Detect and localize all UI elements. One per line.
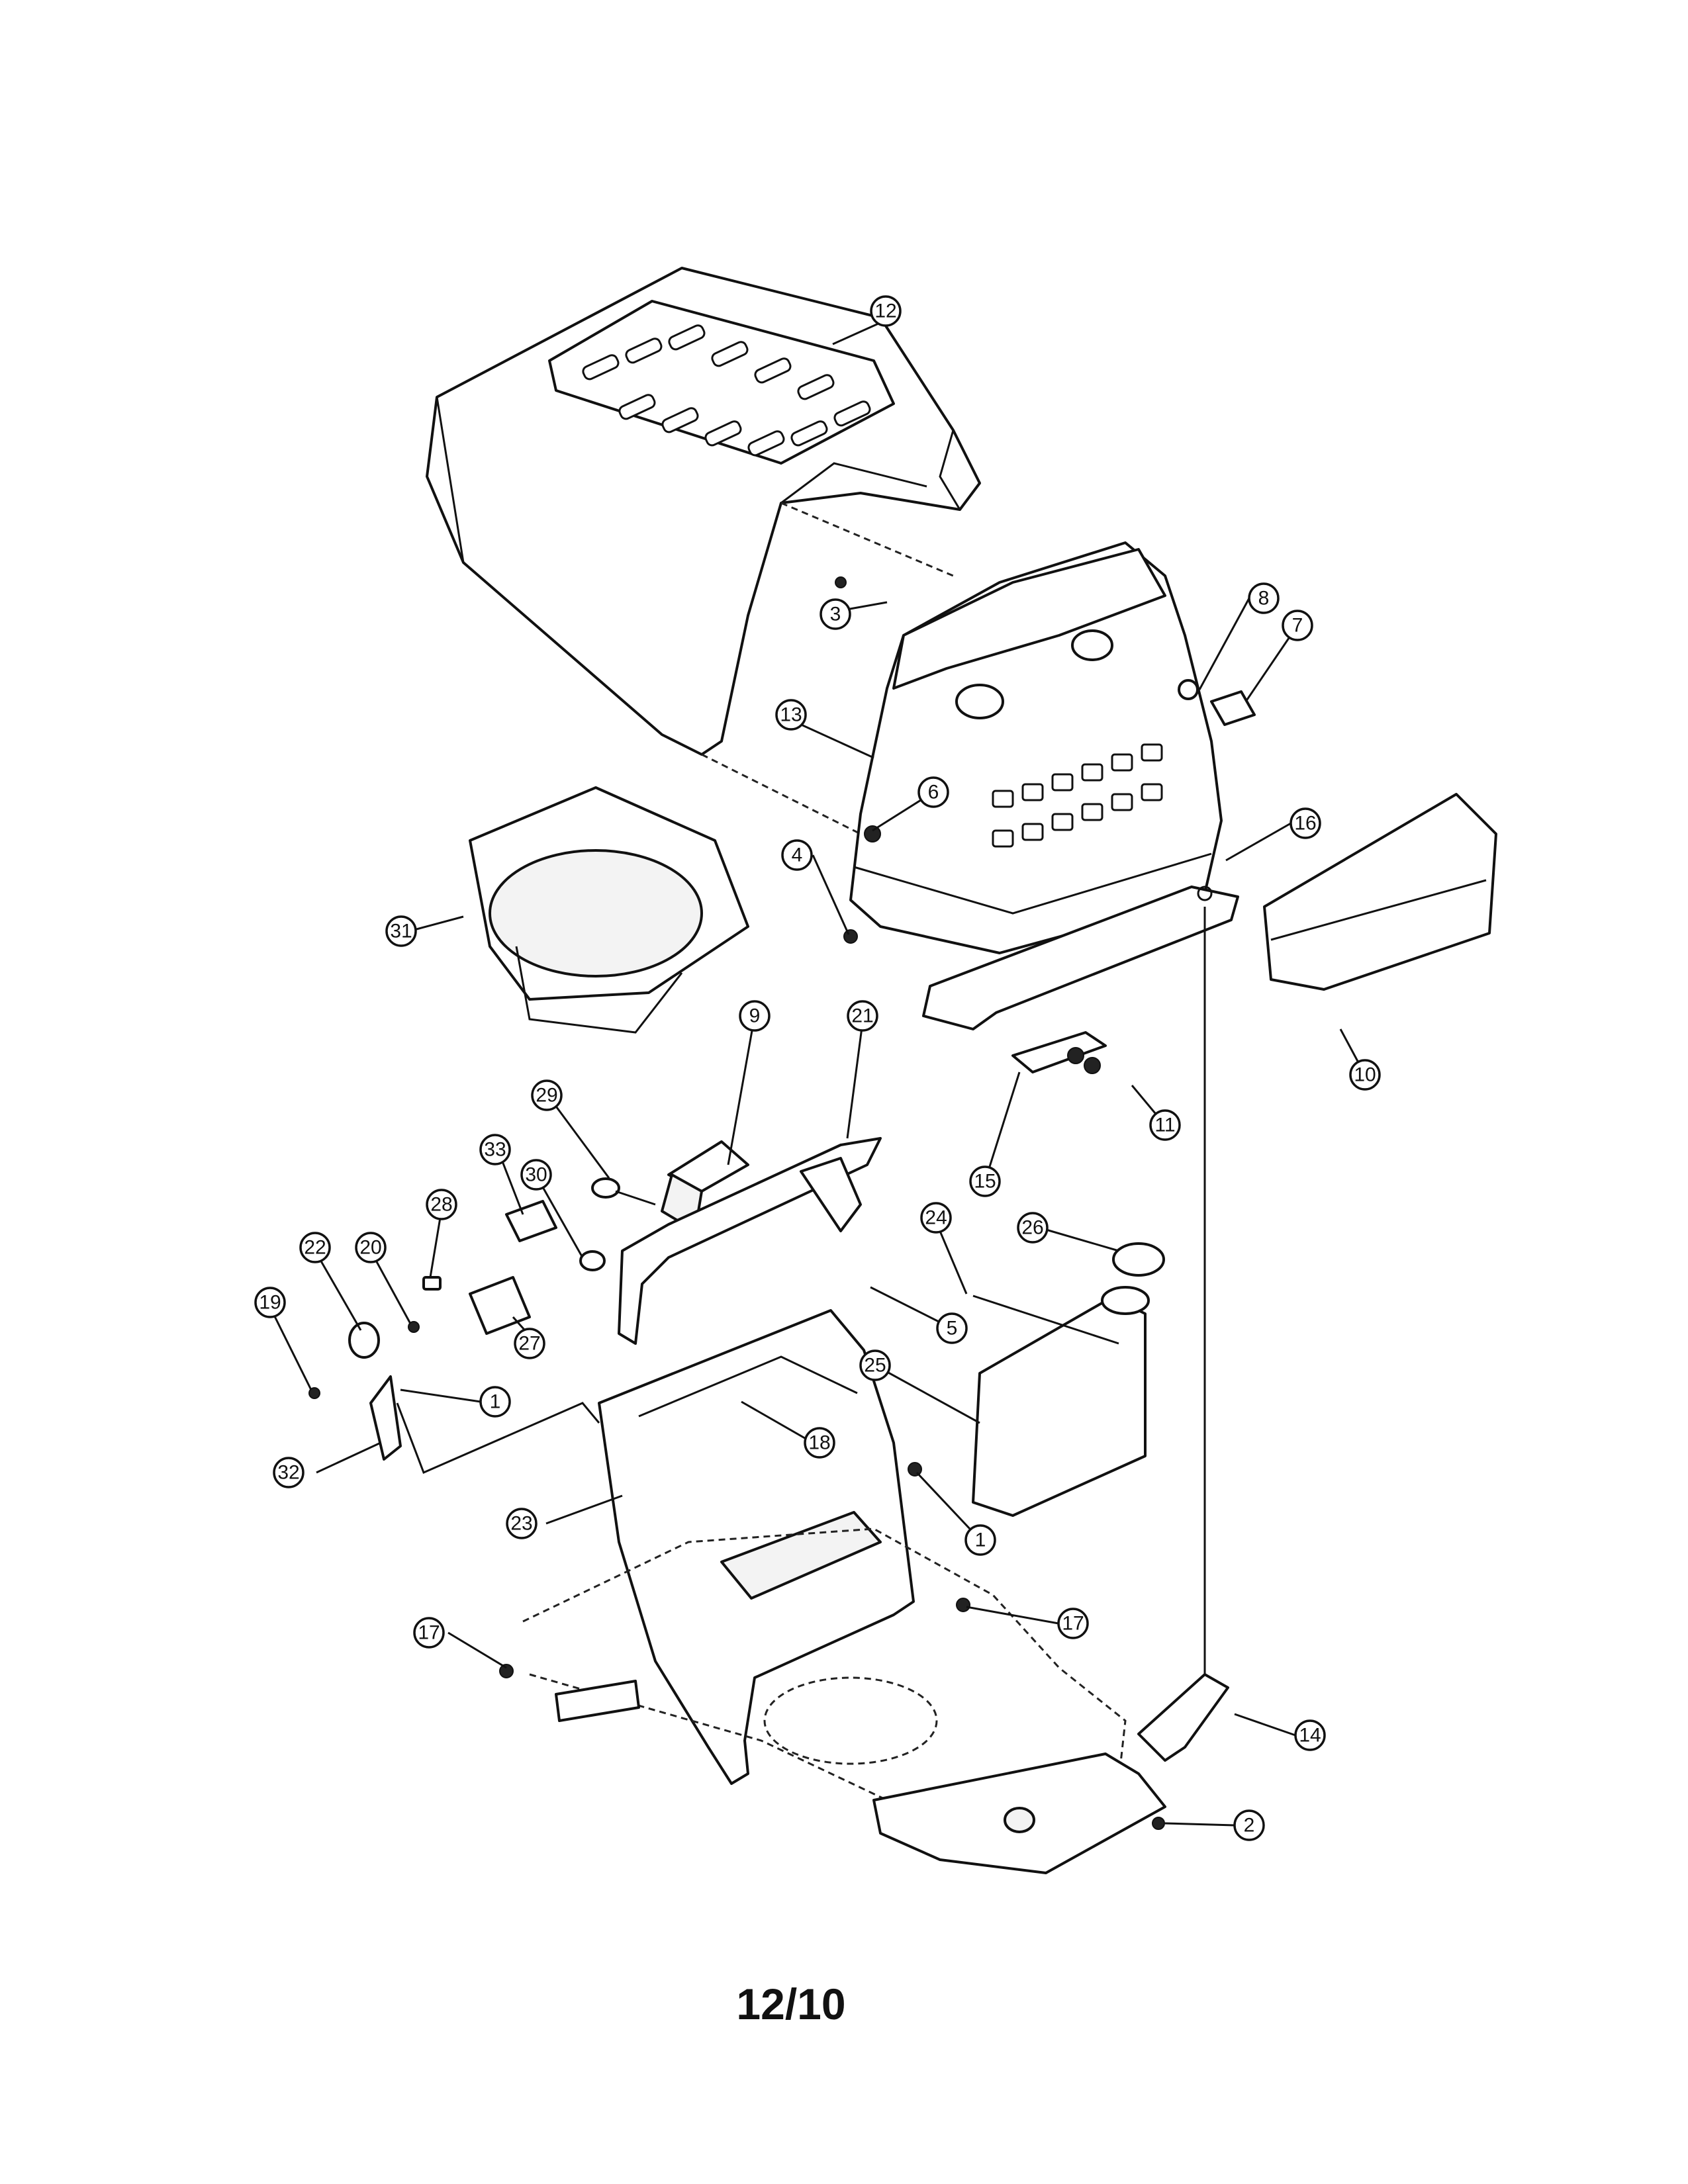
callout-4-label: 4 <box>792 844 803 866</box>
callout-24-label: 24 <box>925 1207 947 1229</box>
callout-8-label: 8 <box>1258 588 1270 610</box>
callout-16-label: 16 <box>1294 813 1316 835</box>
callout-13-label: 13 <box>780 704 802 726</box>
callout-26: 26 <box>1017 1212 1049 1244</box>
callout-17-left-label: 17 <box>418 1622 440 1644</box>
callout-24: 24 <box>920 1202 952 1234</box>
callout-7: 7 <box>1282 610 1313 641</box>
callout-9-label: 9 <box>749 1005 761 1027</box>
callout-17-left: 17 <box>413 1617 445 1649</box>
bracket-part-16 <box>922 886 1239 1030</box>
callout-19: 19 <box>254 1287 286 1318</box>
callout-13: 13 <box>775 699 807 731</box>
callout-22: 22 <box>299 1232 331 1263</box>
callout-10-label: 10 <box>1354 1064 1376 1086</box>
callout-1-lower-label: 1 <box>975 1529 986 1551</box>
callout-5-label: 5 <box>947 1318 958 1340</box>
callout-29-label: 29 <box>536 1085 557 1107</box>
callout-5: 5 <box>936 1312 968 1344</box>
callout-3: 3 <box>820 598 851 630</box>
key-part-28 <box>422 1276 442 1291</box>
knob-part-22 <box>348 1322 380 1359</box>
callout-29: 29 <box>531 1079 563 1111</box>
page-label: 12/10 <box>736 1979 846 2028</box>
callout-16: 16 <box>1289 807 1321 839</box>
callout-3-label: 3 <box>830 604 841 625</box>
callout-28: 28 <box>426 1189 457 1220</box>
grille-part-13 <box>849 541 1223 954</box>
callout-10: 10 <box>1349 1059 1381 1091</box>
nut-part-30 <box>579 1250 606 1271</box>
bracket-part-15 <box>1011 1031 1107 1073</box>
chassis-frame <box>522 1527 1166 1874</box>
callout-25: 25 <box>859 1349 891 1381</box>
callout-12-label: 12 <box>874 300 896 322</box>
lever-part-32 <box>369 1375 402 1461</box>
callout-18-label: 18 <box>808 1432 830 1454</box>
callout-4: 4 <box>781 839 813 871</box>
switch-part-33 <box>505 1200 557 1242</box>
callout-1-upper: 1 <box>479 1386 511 1418</box>
callout-30: 30 <box>520 1159 552 1191</box>
callout-27: 27 <box>514 1328 545 1359</box>
callout-23-label: 23 <box>510 1513 532 1535</box>
callout-32: 32 <box>273 1457 305 1488</box>
callout-17-right: 17 <box>1057 1608 1089 1639</box>
callout-20-label: 20 <box>359 1237 381 1259</box>
callout-6: 6 <box>917 776 949 808</box>
callout-11-label: 11 <box>1154 1115 1175 1136</box>
callout-31-label: 31 <box>390 921 412 942</box>
callout-14-label: 14 <box>1299 1725 1321 1747</box>
callout-1-lower: 1 <box>964 1524 996 1556</box>
callout-15-label: 15 <box>974 1171 996 1193</box>
grille-vent-slots <box>992 743 1163 848</box>
callout-25-label: 25 <box>864 1355 886 1377</box>
callout-23: 23 <box>506 1508 538 1539</box>
hood-vent-slots <box>582 324 871 457</box>
callout-2-label: 2 <box>1244 1815 1255 1837</box>
callout-8: 8 <box>1248 582 1280 614</box>
callout-27-label: 27 <box>518 1333 540 1355</box>
fuel-tank-part-25 <box>972 1286 1150 1517</box>
bracket-part-14 <box>1137 1673 1229 1762</box>
hood-part-12 <box>426 267 981 839</box>
callout-7-label: 7 <box>1292 615 1303 637</box>
callout-21-label: 21 <box>851 1005 873 1027</box>
callout-20: 20 <box>355 1232 387 1263</box>
callout-19-label: 19 <box>259 1292 281 1314</box>
callout-17-right-label: 17 <box>1062 1613 1084 1635</box>
callout-2: 2 <box>1233 1809 1265 1841</box>
callout-31: 31 <box>385 915 417 947</box>
dash-panel-part-31 <box>469 786 749 1034</box>
callout-32-label: 32 <box>277 1462 299 1484</box>
dash-frame-part-23 <box>598 1309 915 1785</box>
callout-14: 14 <box>1294 1719 1326 1751</box>
callout-30-label: 30 <box>525 1164 547 1186</box>
callout-22-label: 22 <box>304 1237 326 1259</box>
dash-support-part-21 <box>618 1137 882 1345</box>
callout-33: 33 <box>479 1134 511 1165</box>
callout-28-label: 28 <box>430 1194 452 1216</box>
fuel-line-part-24 <box>972 1295 1119 1345</box>
callout-1-upper-label: 1 <box>490 1391 501 1413</box>
callout-26-label: 26 <box>1021 1217 1043 1239</box>
callout-33-label: 33 <box>484 1139 506 1161</box>
callout-9: 9 <box>739 1000 771 1032</box>
callout-15: 15 <box>969 1165 1001 1197</box>
callout-18: 18 <box>804 1427 835 1459</box>
callout-6-label: 6 <box>928 782 939 803</box>
fuel-cap-part-26 <box>1112 1242 1165 1277</box>
bumper-part-10 <box>1263 793 1497 991</box>
callout-11: 11 <box>1149 1109 1181 1141</box>
callout-21: 21 <box>847 1000 878 1032</box>
knob-part-29 <box>591 1177 656 1206</box>
callout-12: 12 <box>870 295 902 327</box>
